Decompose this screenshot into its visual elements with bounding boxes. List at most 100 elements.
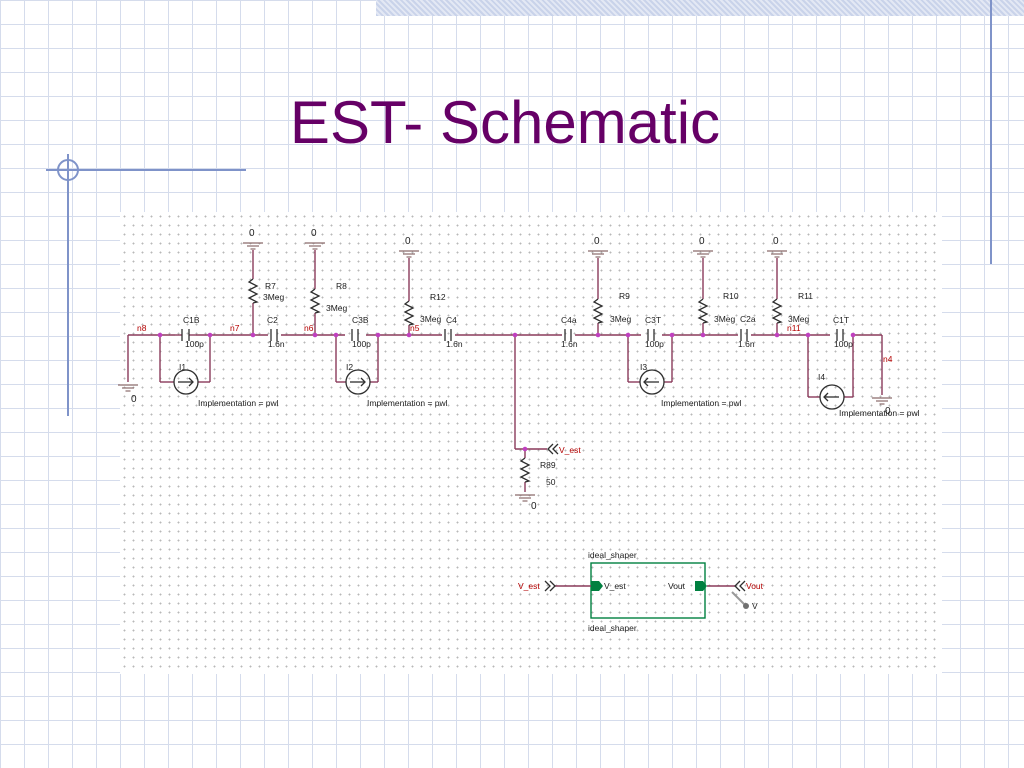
current-source-i2: I2 Implementation = pwl <box>345 362 448 408</box>
svg-text:1.6n: 1.6n <box>561 339 578 349</box>
net-labels: n8 n7 n6 n5 n11 n4 <box>137 323 893 364</box>
svg-text:C4: C4 <box>446 315 457 325</box>
ground-r11: 0 <box>766 236 788 258</box>
resistor-r7: R7 3Meg <box>247 278 285 304</box>
capacitor-c2a: C2a 1.6n <box>738 314 756 349</box>
current-sources: I1 Implementation = pwl I2 Implementatio… <box>173 362 920 418</box>
ground-n4: 0 <box>871 397 893 417</box>
ground-symbols: 0 0 0 0 0 0 0 0 0 <box>117 228 893 512</box>
schematic-panel <box>120 212 942 674</box>
svg-text:0: 0 <box>249 228 255 239</box>
svg-text:Vout: Vout <box>746 581 764 591</box>
resistor-r9: R9 3Meg <box>592 291 632 324</box>
svg-text:V_est: V_est <box>604 581 626 591</box>
svg-text:0: 0 <box>131 394 137 405</box>
svg-text:R12: R12 <box>430 292 446 302</box>
svg-text:C3T: C3T <box>645 315 661 325</box>
svg-text:1.6n: 1.6n <box>268 339 285 349</box>
svg-text:V: V <box>752 601 758 611</box>
svg-text:100p: 100p <box>834 339 853 349</box>
voltage-probe-icon <box>731 591 749 609</box>
ground-r89: 0 <box>514 494 537 512</box>
capacitor-c1b: C1B 100p <box>175 315 204 349</box>
current-source-i3: I3 Implementation = pwl <box>639 362 742 408</box>
resistor-r12: R12 3Meg <box>403 292 446 326</box>
ground-n8: 0 <box>117 384 139 405</box>
svg-text:1.6n: 1.6n <box>738 339 755 349</box>
svg-text:0: 0 <box>773 236 779 247</box>
ground-r12: 0 <box>398 236 420 258</box>
svg-text:0: 0 <box>311 228 317 239</box>
ground-r10: 0 <box>692 236 714 258</box>
svg-text:n7: n7 <box>230 323 240 333</box>
svg-text:3Meg: 3Meg <box>326 303 348 313</box>
crosshair-ornament <box>57 159 79 181</box>
svg-text:n5: n5 <box>410 323 420 333</box>
svg-text:0: 0 <box>594 236 600 247</box>
svg-text:V_est: V_est <box>559 445 581 455</box>
svg-text:Implementation = pwl: Implementation = pwl <box>839 408 920 418</box>
svg-text:R7: R7 <box>265 281 276 291</box>
svg-text:1.6n: 1.6n <box>446 339 463 349</box>
ground-r8: 0 <box>304 228 326 250</box>
bus-wires <box>127 250 883 492</box>
resistor-r8: R8 3Meg <box>309 281 348 314</box>
svg-text:C4a: C4a <box>561 315 577 325</box>
capacitors: C1B 100p C2 1.6n C3B 100p C4 1.6n C4a 1.… <box>175 314 853 349</box>
svg-text:3Meg: 3Meg <box>420 314 442 324</box>
svg-text:Vout: Vout <box>668 581 686 591</box>
svg-text:0: 0 <box>699 236 705 247</box>
ground-r9: 0 <box>587 236 609 258</box>
svg-text:n8: n8 <box>137 323 147 333</box>
svg-text:I4: I4 <box>818 372 825 382</box>
junction-dots <box>157 332 856 452</box>
svg-text:R10: R10 <box>723 291 739 301</box>
svg-text:I2: I2 <box>346 362 353 372</box>
capacitor-c2: C2 1.6n <box>267 315 285 349</box>
capacitor-c3b: C3B 100p <box>351 315 371 349</box>
capacitor-c1t: C1T 100p <box>833 315 853 349</box>
svg-text:Implementation = pwl: Implementation = pwl <box>661 398 742 408</box>
svg-text:Implementation = pwl: Implementation = pwl <box>367 398 448 408</box>
svg-text:C1B: C1B <box>183 315 200 325</box>
resistors: R7 3Meg R8 3Meg R12 3Meg R9 3Meg R10 3Me… <box>247 278 813 487</box>
resistor-r11: R11 3Meg <box>771 291 813 324</box>
v-est-offpage-connector: V_est <box>547 443 581 455</box>
svg-text:3Meg: 3Meg <box>263 292 285 302</box>
svg-text:100p: 100p <box>185 339 204 349</box>
svg-text:R11: R11 <box>798 291 813 301</box>
svg-text:n6: n6 <box>304 323 314 333</box>
svg-text:3Meg: 3Meg <box>714 314 736 324</box>
svg-text:100p: 100p <box>352 339 371 349</box>
svg-text:ideal_shaper: ideal_shaper <box>588 550 637 560</box>
left-horizontal-rule <box>46 169 246 171</box>
svg-text:V_est: V_est <box>518 581 540 591</box>
svg-text:R9: R9 <box>619 291 630 301</box>
svg-text:3Meg: 3Meg <box>610 314 632 324</box>
svg-text:0: 0 <box>405 236 411 247</box>
svg-text:Implementation = pwl: Implementation = pwl <box>198 398 279 408</box>
resistor-r10: R10 3Meg <box>697 291 739 324</box>
svg-text:100p: 100p <box>645 339 664 349</box>
svg-text:C2a: C2a <box>740 314 756 324</box>
svg-text:3Meg: 3Meg <box>788 314 810 324</box>
svg-text:C3B: C3B <box>352 315 369 325</box>
svg-text:R89: R89 <box>540 460 556 470</box>
capacitor-c3t: C3T 100p <box>645 315 664 349</box>
ideal-shaper-block: ideal_shaper ideal_shaper V_est Vout V_e… <box>518 550 764 633</box>
svg-text:n4: n4 <box>883 354 893 364</box>
svg-text:n11: n11 <box>787 323 801 333</box>
svg-text:0: 0 <box>885 406 891 417</box>
current-source-i1: I1 Implementation = pwl <box>173 362 279 408</box>
right-vertical-rule <box>990 0 992 264</box>
svg-text:C2: C2 <box>267 315 278 325</box>
capacitor-c4: C4 1.6n <box>444 315 463 349</box>
svg-text:I3: I3 <box>640 362 647 372</box>
top-decorative-band <box>376 0 1024 16</box>
left-vertical-rule <box>67 154 69 416</box>
svg-text:0: 0 <box>531 501 537 512</box>
svg-text:C1T: C1T <box>833 315 849 325</box>
svg-text:I1: I1 <box>179 362 186 372</box>
page-title: EST- Schematic <box>289 89 721 156</box>
